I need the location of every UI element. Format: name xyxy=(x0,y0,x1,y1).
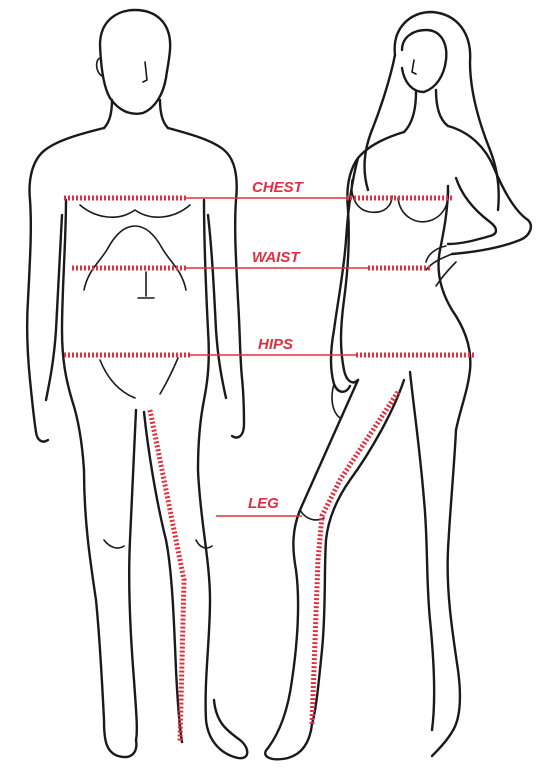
male-side-right xyxy=(198,200,209,470)
male-inner-arm-left xyxy=(46,215,62,400)
male-leg-inner-right xyxy=(144,412,182,742)
chest-label: CHEST xyxy=(252,179,305,196)
male-pelvis xyxy=(100,360,135,398)
female-body-left xyxy=(341,132,404,382)
female-leg-front-inner xyxy=(312,380,404,724)
leg-label: LEG xyxy=(248,495,279,512)
male-leg-inner-left xyxy=(129,410,137,740)
measurements: CHEST WAIST HIPS LEG xyxy=(64,179,474,742)
male-navel xyxy=(138,272,154,298)
male-inner-arm-right xyxy=(208,215,226,398)
female-nose xyxy=(412,60,416,74)
hips-label: HIPS xyxy=(258,336,293,353)
female-face xyxy=(402,30,446,92)
male-side-left xyxy=(62,200,84,470)
male-pelvis-right xyxy=(160,358,178,394)
male-head xyxy=(100,10,170,114)
female-breast-right xyxy=(398,186,448,222)
female-arm-left xyxy=(331,158,358,392)
male-pecs xyxy=(80,205,190,217)
waist-label: WAIST xyxy=(252,249,301,266)
male-leg-left xyxy=(84,470,136,757)
female-hair-left xyxy=(365,55,395,190)
male-leg-right xyxy=(198,470,247,758)
male-figure xyxy=(27,10,247,758)
female-figure xyxy=(265,12,531,759)
male-torso-left xyxy=(27,128,104,442)
female-neck xyxy=(404,92,416,132)
male-nose xyxy=(143,62,147,82)
female-leg-back-inner xyxy=(410,372,434,730)
male-neck xyxy=(104,100,112,128)
female-hair xyxy=(395,12,499,210)
female-neck-right xyxy=(436,90,448,126)
male-knee-left xyxy=(104,540,124,548)
male-neck-right xyxy=(160,100,168,128)
male-leg-measure xyxy=(150,410,184,742)
male-abs xyxy=(108,226,186,290)
female-side-right xyxy=(439,186,471,430)
female-arm-right-inner xyxy=(448,178,496,244)
female-leg-back xyxy=(432,430,460,756)
